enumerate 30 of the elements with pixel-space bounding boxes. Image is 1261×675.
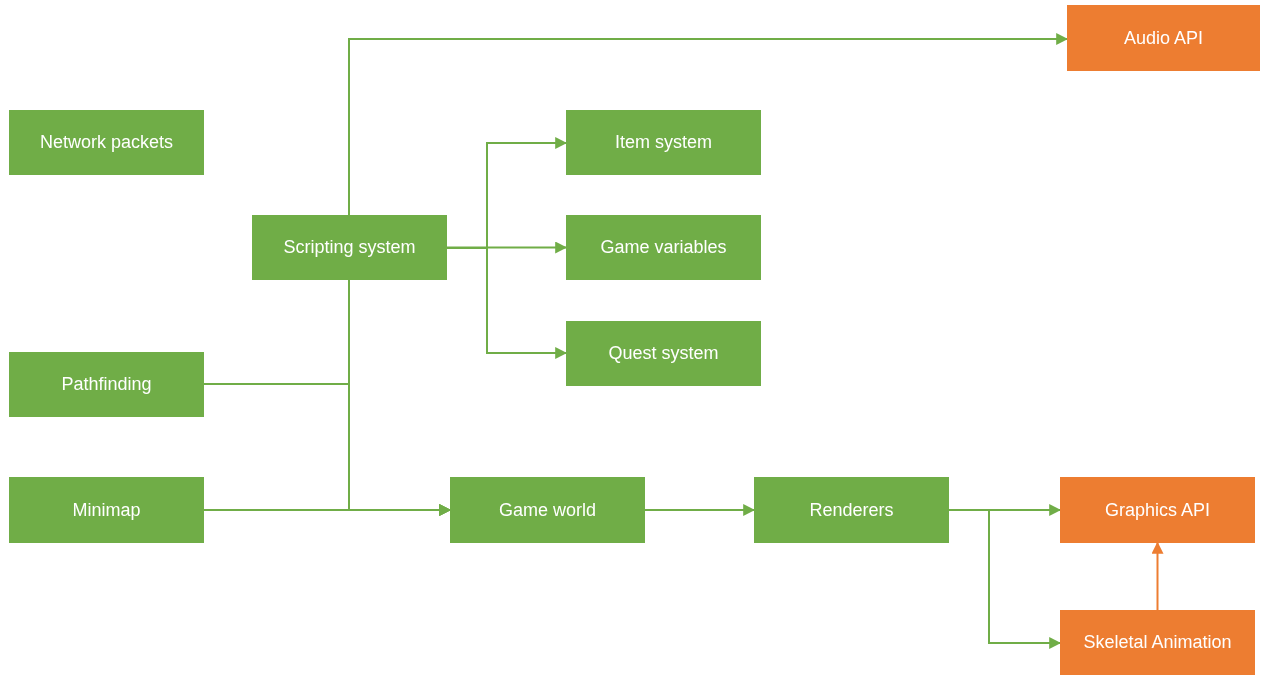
- process-box: [566, 321, 761, 386]
- process-box: [1060, 610, 1255, 675]
- arrow: [644, 504, 756, 516]
- box-label: Skeletal Animation: [1083, 632, 1232, 653]
- box-label: Item system: [615, 132, 712, 153]
- process-box: [566, 215, 761, 280]
- box-label: Network packets: [39, 132, 174, 153]
- box-label: Scripting system: [283, 237, 416, 258]
- box-label: Quest system: [608, 343, 719, 364]
- arrow: [948, 509, 1062, 649]
- process-box: [754, 477, 949, 543]
- box-label: Minimap: [72, 499, 141, 521]
- process-box: [1067, 5, 1260, 71]
- box-label: Renderers: [809, 499, 894, 521]
- process-box: [566, 110, 761, 175]
- box-label: Game variables: [600, 237, 727, 258]
- box-label: Game world: [499, 499, 596, 521]
- process-box: [9, 110, 204, 175]
- process-box: [9, 352, 204, 417]
- process-box: [252, 215, 447, 280]
- box-label: Audio API: [1123, 27, 1204, 49]
- arrow: [203, 504, 452, 516]
- arrow: [348, 33, 1069, 216]
- arrow: [446, 247, 568, 359]
- process-box: [450, 477, 645, 543]
- box-label: Graphics API: [1104, 499, 1210, 521]
- process-box: [1060, 477, 1255, 543]
- arrow: [1151, 541, 1164, 611]
- box-label: Pathfinding: [61, 374, 152, 395]
- process-box: [9, 477, 204, 543]
